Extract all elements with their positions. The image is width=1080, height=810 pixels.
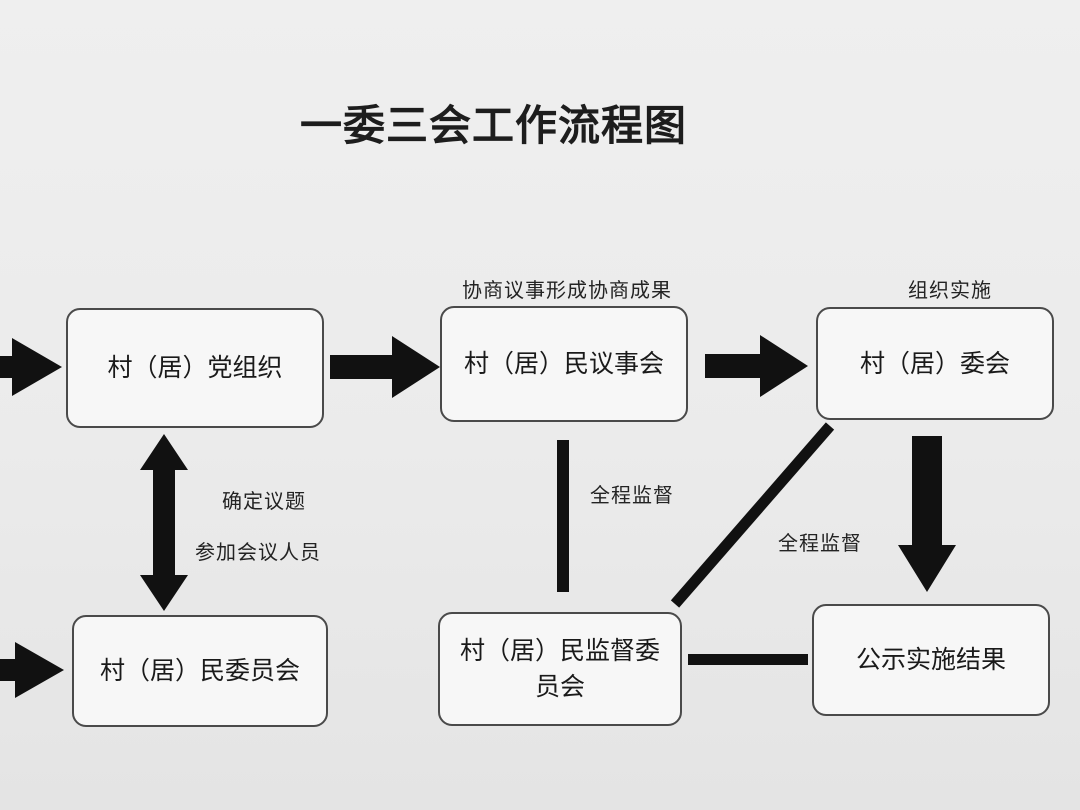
supervision-line-council xyxy=(557,440,569,592)
node-party-org: 村（居）党组织 xyxy=(66,308,324,428)
incoming-arrow-villager-committee xyxy=(0,642,64,698)
label-participants: 参加会议人员 xyxy=(195,540,321,564)
node-supervision-label-line2: 员会 xyxy=(534,672,585,701)
label-topic: 确定议题 xyxy=(222,489,306,513)
supervision-line-committee xyxy=(670,422,835,608)
incoming-arrow-party-org xyxy=(0,338,62,396)
arrow-committee-to-publicity xyxy=(898,436,956,592)
node-villager-committee: 村（居）民委员会 xyxy=(72,615,328,727)
node-council: 村（居）民议事会 xyxy=(440,306,688,422)
node-publicity: 公示实施结果 xyxy=(812,604,1050,716)
node-supervision-committee: 村（居）民监督委 员会 xyxy=(438,612,682,726)
node-supervision-label-line1: 村（居）民监督委 xyxy=(459,636,660,665)
diagram-title: 一委三会工作流程图 xyxy=(300,101,688,150)
arrow-party-to-council xyxy=(330,336,440,398)
arrow-council-to-committee xyxy=(705,335,808,397)
label-implement: 组织实施 xyxy=(908,278,992,302)
double-arrow-party-villager xyxy=(140,434,188,611)
connector-supervision-publicity xyxy=(688,654,808,665)
node-publicity-label: 公示实施结果 xyxy=(855,645,1006,674)
label-consult: 协商议事形成协商成果 xyxy=(462,278,672,302)
node-villager-committee-label: 村（居）民委员会 xyxy=(99,656,300,685)
node-party-org-label: 村（居）党组织 xyxy=(107,353,283,382)
node-committee: 村（居）委会 xyxy=(816,307,1054,420)
label-supervise-right: 全程监督 xyxy=(778,531,862,555)
label-supervise-center: 全程监督 xyxy=(590,483,674,507)
node-council-label: 村（居）民议事会 xyxy=(463,349,664,378)
node-committee-label: 村（居）委会 xyxy=(859,348,1010,378)
